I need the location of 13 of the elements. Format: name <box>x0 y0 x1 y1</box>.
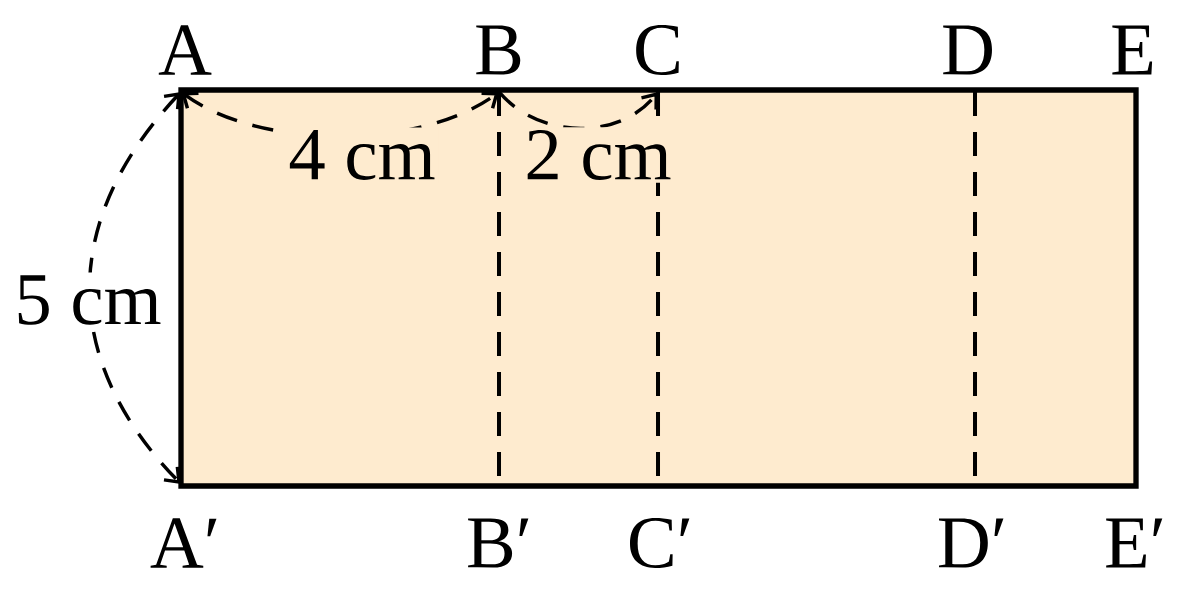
point-label: C′ <box>630 517 690 569</box>
point-label: B′ <box>468 518 529 568</box>
point-label: A′ <box>150 518 217 568</box>
point-label: D′ <box>939 518 1004 568</box>
point-label: D <box>943 25 992 75</box>
point-label: A <box>158 25 212 75</box>
point-label: E <box>1112 25 1153 75</box>
point-label: E′ <box>1106 518 1163 568</box>
point-label: C <box>636 24 679 76</box>
dimension-label: 4 cm <box>285 127 439 183</box>
point-label: B <box>476 25 521 75</box>
dimension-label: 5 cm <box>11 272 165 328</box>
dimension-label: 2 cm <box>521 127 675 183</box>
